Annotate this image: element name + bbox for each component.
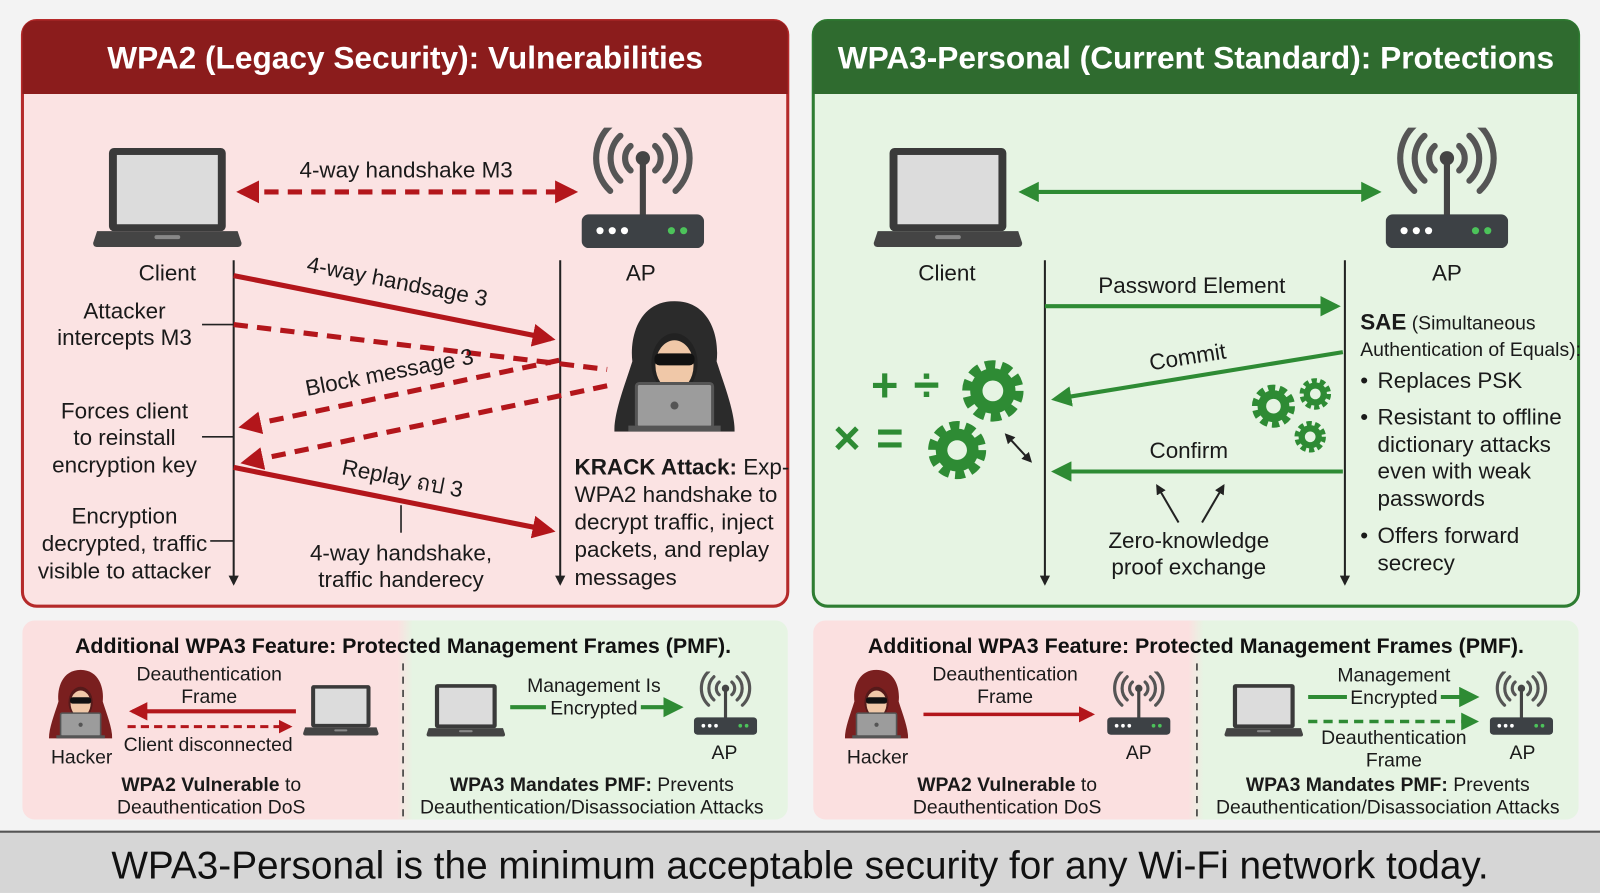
- sae-heading: SAE (Simultaneous: [1360, 310, 1535, 335]
- sae-bullet-text: even with weak: [1378, 459, 1532, 484]
- exchange-arrow: [1004, 433, 1032, 463]
- sae-bullet: •: [1360, 405, 1368, 430]
- pmf-panel-left: Additional WPA3 Feature: Protected Manag…: [22, 620, 788, 820]
- mgmt-label: Encrypted: [550, 697, 637, 719]
- equals-icon: =: [876, 412, 903, 464]
- wpa2-header: [22, 20, 788, 94]
- wpa3-caption: Deauthentication/Disassociation Attacks: [420, 796, 764, 818]
- footer: WPA3-Personal is the minimum acceptable …: [0, 830, 1600, 893]
- deauth-label: Frame: [1366, 749, 1422, 771]
- wpa2-caption: WPA2 Vulnerable to: [917, 774, 1097, 796]
- sae-bullet-text: passwords: [1378, 486, 1485, 511]
- plus-icon: +: [871, 359, 898, 411]
- mgmt-label: Management: [1337, 665, 1451, 687]
- ap-label: AP: [626, 261, 656, 286]
- side-note: decrypted, traffic: [42, 531, 207, 556]
- hacker-label: Hacker: [847, 746, 909, 768]
- hacker-label: Hacker: [51, 746, 113, 768]
- wpa3-caption: WPA3 Mandates PMF: Prevents: [1246, 774, 1530, 796]
- sae-bullet-text: dictionary attacks: [1378, 432, 1551, 457]
- krack-text: WPA2 handshake to: [574, 482, 777, 507]
- krack-text: messages: [574, 565, 676, 590]
- wpa2-caption: WPA2 Vulnerable to: [121, 774, 301, 796]
- confirm-label: Confirm: [1150, 438, 1229, 463]
- sae-bullet-text: secrecy: [1378, 550, 1456, 575]
- ap-label: AP: [1126, 742, 1152, 764]
- krack-text: packets, and replay: [574, 537, 769, 562]
- pmf-title: Additional WPA3 Feature: Protected Manag…: [868, 634, 1524, 658]
- sae-subtitle: Authentication of Equals):: [1360, 339, 1581, 361]
- ap-label: AP: [1432, 261, 1462, 286]
- replay-arrow: [233, 464, 556, 539]
- wpa2-panel: WPA2 (Legacy Security): Vulnerabilities …: [20, 18, 789, 608]
- disconnect-label: Client disconnected: [124, 734, 293, 756]
- handshake-note: 4-way handshake,: [310, 540, 492, 565]
- side-note: Encryption: [71, 504, 177, 529]
- zero-knowledge-label: Zero-knowledge: [1108, 528, 1269, 553]
- password-element-label: Password Element: [1098, 273, 1286, 298]
- wpa3-caption: Deauthentication/Disassociation Attacks: [1216, 796, 1560, 818]
- side-note: Attacker: [83, 298, 166, 323]
- commit-arrow: [1051, 350, 1344, 407]
- wpa3-header: [813, 20, 1579, 94]
- handshake-m3-label: 4-way handshake M3: [299, 158, 512, 183]
- krack-heading: KRACK Attack: Exp-: [574, 455, 789, 480]
- wpa2-title: WPA2 (Legacy Security): Vulnerabilities: [107, 39, 703, 75]
- handshake-note: traffic handerecy: [318, 567, 484, 592]
- reinstall-arrow: [240, 383, 608, 470]
- wpa3-panel: WPA3-Personal (Current Standard): Protec…: [811, 18, 1581, 608]
- ap-label: AP: [1510, 742, 1536, 764]
- ap-label: AP: [712, 742, 738, 764]
- laptop-icon: [303, 685, 379, 736]
- laptop-icon: [93, 148, 242, 248]
- message-3-arrow: [233, 273, 556, 347]
- mgmt-label: Encrypted: [1350, 687, 1437, 709]
- side-note: visible to attacker: [38, 559, 212, 584]
- deauth-label: Deauthentication: [136, 664, 281, 686]
- deauth-label: Deauthentication: [1321, 727, 1466, 749]
- wpa3-title: WPA3-Personal (Current Standard): Protec…: [838, 39, 1554, 75]
- client-label: Client: [918, 261, 976, 286]
- wpa2-caption: Deauthentication DoS: [913, 796, 1102, 818]
- wpa3-caption: WPA3 Mandates PMF: Prevents: [450, 774, 734, 796]
- divide-icon: ÷: [914, 359, 940, 411]
- deauth-label: Frame: [977, 686, 1033, 708]
- client-label: Client: [139, 261, 197, 286]
- sae-bullet-text: Resistant to offline: [1378, 405, 1562, 430]
- laptop-icon: [1224, 684, 1304, 737]
- side-note: encryption key: [52, 453, 197, 478]
- side-note: to reinstall: [73, 425, 175, 450]
- krack-text: decrypt traffic, inject: [574, 510, 774, 535]
- footer-text: WPA3-Personal is the minimum acceptable …: [111, 845, 1488, 888]
- side-note: Forces client: [61, 398, 189, 423]
- deauth-label: Frame: [181, 686, 237, 708]
- multiply-icon: ×: [833, 412, 860, 464]
- sae-bullet-text: Replaces PSK: [1378, 368, 1523, 393]
- laptop-icon: [426, 684, 506, 737]
- mgmt-label: Management Is: [527, 675, 661, 697]
- side-note: intercepts M3: [57, 325, 192, 350]
- laptop-icon: [873, 148, 1023, 248]
- block-message-arrow: [238, 357, 560, 435]
- sae-bullet: •: [1360, 368, 1368, 393]
- deauth-label: Deauthentication: [932, 664, 1077, 686]
- wpa2-caption: Deauthentication DoS: [117, 796, 306, 818]
- sae-bullet: •: [1360, 523, 1368, 548]
- sae-bullet-text: Offers forward: [1378, 523, 1520, 548]
- pmf-title: Additional WPA3 Feature: Protected Manag…: [75, 634, 731, 658]
- pmf-panel-right: Additional WPA3 Feature: Protected Manag…: [813, 620, 1579, 820]
- intercept-arrow: [233, 322, 608, 372]
- zero-knowledge-label: proof exchange: [1111, 555, 1266, 580]
